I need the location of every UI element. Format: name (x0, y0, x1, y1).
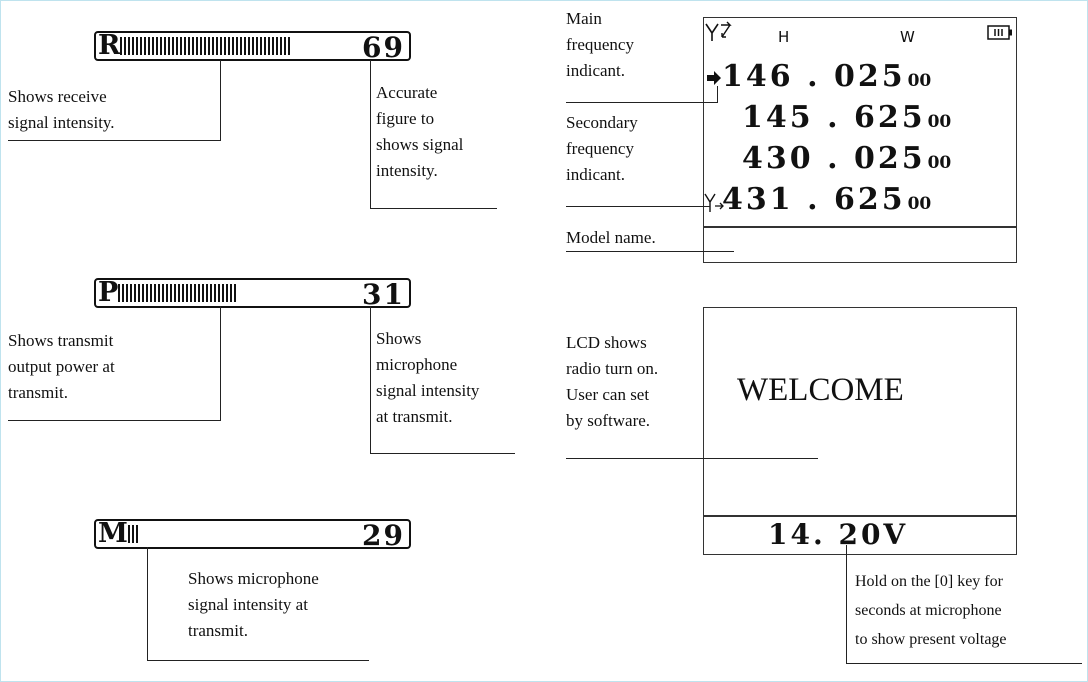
receive-meter: R 69 (94, 30, 411, 64)
mic-bars (127, 525, 140, 543)
receive-note: Shows receive signal intensity. (8, 87, 115, 132)
right-arrow-icon (707, 71, 721, 85)
power-high-label: H (778, 28, 790, 46)
welcome-message: WELCOME (737, 372, 904, 408)
mic-note: Shows microphone signal intensity at tra… (188, 569, 319, 640)
mic-meter: M 29 (94, 518, 411, 552)
meter-value: 69 (362, 31, 405, 64)
main-frequency-note: Main frequency indicant. (566, 9, 634, 80)
meter-letter: R (98, 30, 120, 61)
voltage-readout: 14. 20V (768, 518, 909, 551)
meter-value: 29 (362, 519, 405, 552)
meter-value: 31 (362, 278, 405, 311)
receive-value-note: Accurate figure to shows signal intensit… (376, 83, 464, 180)
antenna-transmit-icon (704, 193, 724, 212)
welcome-lcd: WELCOME 14. 20V (703, 307, 1017, 555)
lcd-on-note: LCD shows radio turn on. User can set by… (566, 333, 659, 430)
wide-label: W (900, 28, 915, 46)
signal-bars (120, 37, 293, 55)
power-meter: P 31 (94, 277, 411, 311)
power-note: Shows transmit output power at transmit. (8, 331, 115, 402)
secondary-frequency-note: Secondary frequency indicant. (566, 113, 638, 184)
model-name-note: Model name. (566, 228, 656, 247)
voltage-note: Hold on the [0] key for seconds at micro… (855, 573, 1007, 648)
antenna-swap-icon (705, 21, 732, 41)
battery-icon (987, 25, 1012, 40)
mic-transmit-note: Shows microphone signal intensity at tra… (376, 329, 480, 426)
power-bars (118, 284, 239, 302)
meter-letter: P (98, 277, 118, 308)
meter-letter: M (98, 518, 128, 549)
